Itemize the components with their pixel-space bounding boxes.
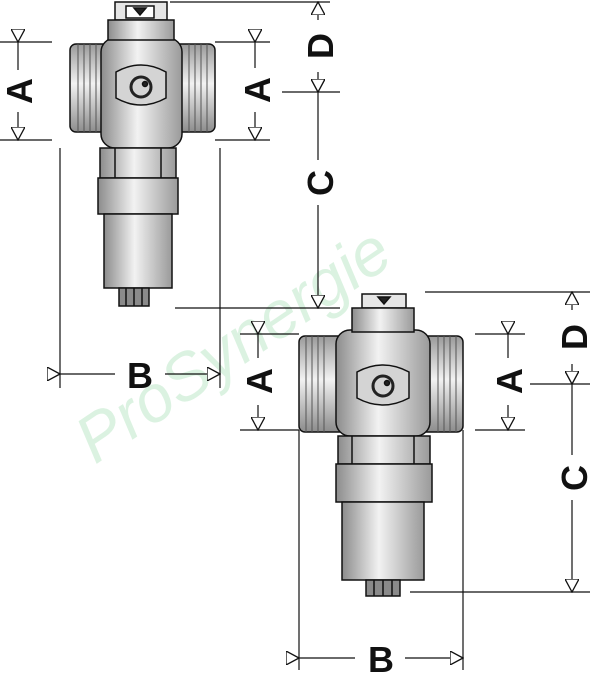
valve-bottom — [298, 293, 464, 597]
valve-top — [69, 1, 216, 307]
dim-label-a-bottom-left: A — [239, 368, 280, 394]
dim-label-a-bottom-right: A — [489, 368, 530, 394]
brand-logo-icon — [356, 364, 410, 406]
dim-label-c-bottom: C — [554, 465, 595, 491]
dimension-lines — [0, 2, 590, 670]
dim-label-b-top: B — [127, 355, 153, 396]
dim-label-a-top-right: A — [237, 77, 278, 103]
dim-label-d-bottom: D — [554, 324, 595, 350]
brand-logo-icon — [115, 64, 167, 106]
dim-label-b-bottom: B — [368, 639, 394, 680]
dim-label-a-top-left: A — [0, 78, 40, 104]
dim-label-d-top: D — [300, 33, 341, 59]
dim-label-c-top: C — [300, 170, 341, 196]
